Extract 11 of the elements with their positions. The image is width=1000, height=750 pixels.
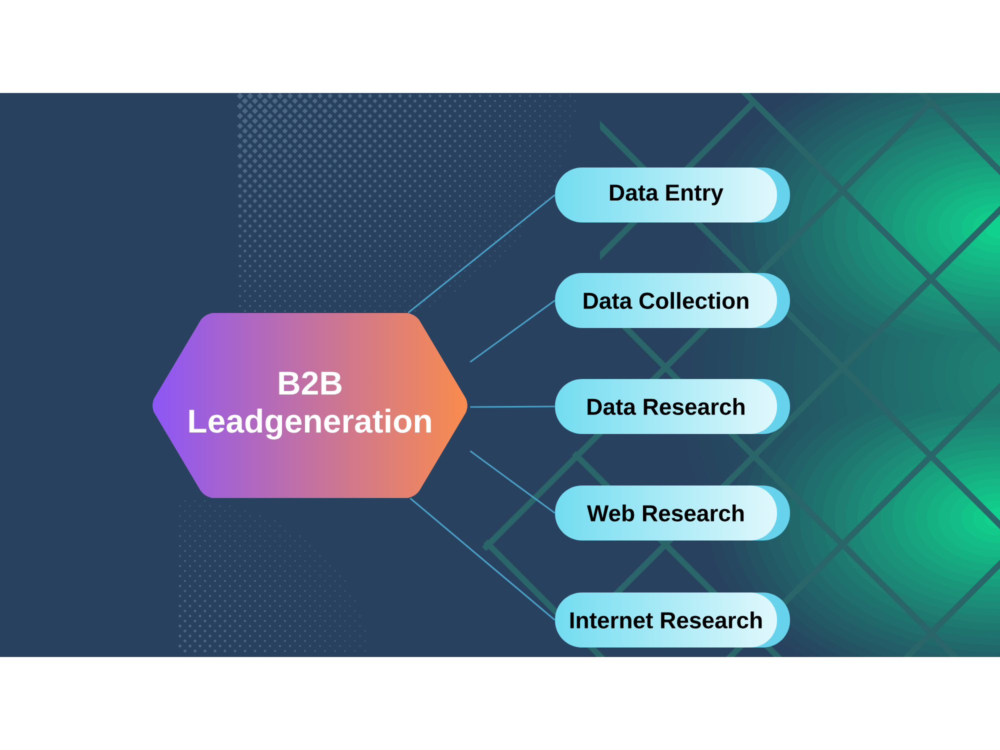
label: B2B Leadgeneration: [189, 372, 431, 440]
pill-box: Internet Research: [555, 592, 790, 648]
connector-line: [408, 194, 556, 314]
connector-line: [470, 300, 556, 363]
connector-line: [470, 450, 556, 514]
pill-box: Data Research: [555, 379, 790, 434]
pill-box: Data Entry: [555, 168, 790, 222]
connector-line: [470, 406, 555, 408]
connector-line: [410, 498, 556, 621]
pill-box: Data Collection: [555, 273, 790, 328]
pill-box: Web Research: [555, 486, 790, 540]
